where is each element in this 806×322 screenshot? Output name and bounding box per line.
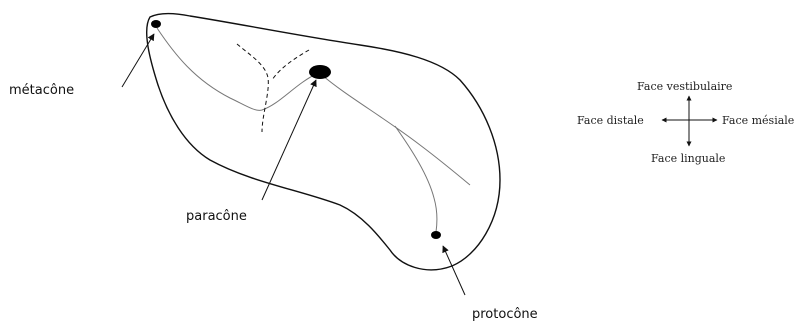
face-linguale-label: Face linguale [651, 152, 725, 165]
protocone-arrow [442, 245, 466, 296]
face-vestibulaire-label: Face vestibulaire [637, 80, 732, 93]
crest-paracone-distal [321, 74, 471, 186]
paracone-label: paracône [186, 209, 247, 224]
metacone-arrow [121, 33, 155, 88]
fissure-right [271, 49, 310, 81]
crest-protocone [394, 125, 438, 233]
metacone-cusp [151, 20, 161, 28]
protocone-label: protocône [472, 307, 538, 322]
tooth-outline [146, 12, 501, 271]
face-mesiale-label: Face mésiale [722, 114, 794, 127]
face-distale-label: Face distale [577, 114, 644, 127]
orientation-compass: Face vestibulaire Face distale Face mési… [577, 80, 794, 165]
paracone-cusp [309, 65, 331, 79]
paracone-arrow [261, 79, 317, 201]
metacone-label: métacône [9, 83, 74, 98]
fissure-left [236, 43, 269, 133]
crest-metacone-paracone [156, 27, 319, 111]
protocone-cusp [431, 231, 441, 239]
